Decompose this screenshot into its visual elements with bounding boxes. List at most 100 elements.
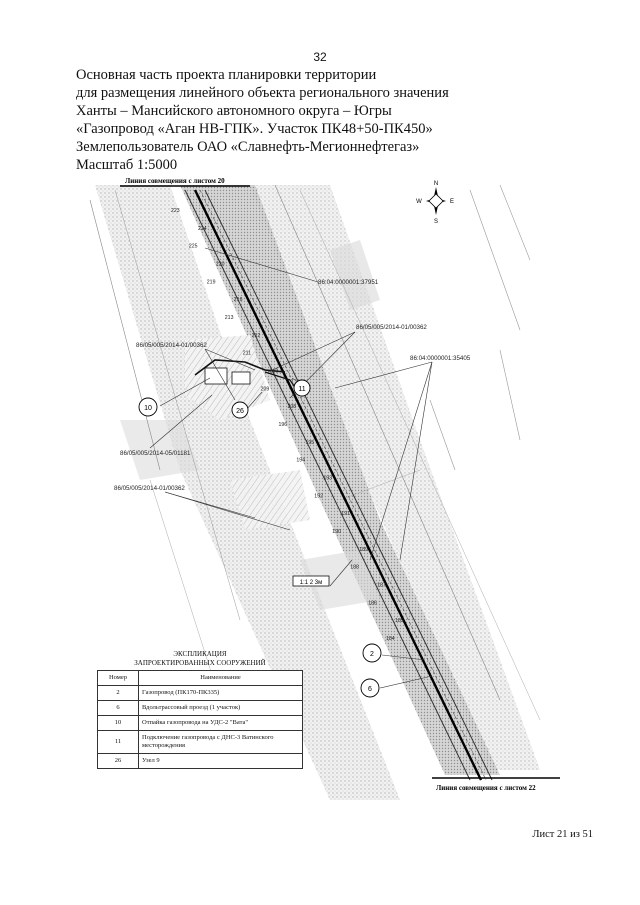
gray-patch-1 (120, 420, 200, 480)
picket-label: 186 (368, 600, 377, 606)
gray-patch-3 (300, 550, 380, 610)
legend-row-number: 6 (97, 700, 139, 716)
west-extension (230, 470, 310, 530)
west-block (185, 335, 270, 420)
survey-line (89, 199, 161, 471)
compass-e: E (450, 199, 454, 205)
legend-title-line-1: ЭКСПЛИКАЦИЯ (173, 650, 227, 658)
legend-row-number: 26 (97, 753, 139, 769)
picket-label: 209 (261, 386, 270, 392)
compass-n: N (434, 181, 438, 187)
node-block (231, 371, 251, 385)
legend-row: 26 Узел 9 (97, 753, 303, 769)
parcel-labels: 86:04:0000001:37951 86/05/005/2014-01/00… (114, 279, 471, 492)
explication-legend: ЭКСПЛИКАЦИЯ ЗАПРОЕКТИРОВАННЫХ СООРУЖЕНИЙ… (97, 650, 303, 769)
picket-label: 185 (395, 618, 404, 624)
callout-2: 2 (362, 643, 382, 663)
match-line-bottom: Линия совмещения с листом 22 (432, 777, 560, 792)
corridor-strip (180, 185, 500, 775)
legend-row-name: Вдольтрассовый проезд (1 участок) (138, 700, 303, 716)
scale-label: Масштаб 1:5000 (76, 157, 178, 173)
scale-box-label: 1:1 2 3м (300, 580, 322, 586)
legend-col-number: Номер (97, 670, 139, 686)
picket-label: 208 (288, 404, 297, 410)
scale-box (292, 575, 330, 587)
forest-area-east (250, 185, 540, 770)
header-line-3: Ханты – Мансийского автономного округа –… (76, 103, 392, 119)
survey-line (429, 399, 456, 471)
callout-10: 10 (138, 397, 158, 417)
picket-label: 213 (225, 315, 234, 321)
compass-w: W (416, 199, 422, 205)
terrain-layer (89, 184, 541, 800)
survey-line (149, 479, 221, 701)
legend-header-row: Номер Наименование (97, 670, 303, 686)
node-block (204, 367, 228, 385)
picket-label: 211 (243, 351, 251, 357)
picket-labels: 2232242252202192162132122112102092081961… (171, 208, 404, 642)
picket-label: 219 (207, 279, 216, 285)
picket-label: 223 (171, 208, 180, 214)
callout-6: 6 (360, 678, 380, 698)
picket-label: 188 (350, 565, 359, 571)
branch-pipeline-10 (194, 359, 286, 376)
access-road (199, 189, 487, 781)
legend-row: 2 Газопровод (ПК170-ПК335) (97, 685, 303, 701)
svg-text:6: 6 (368, 686, 372, 693)
compass-center (428, 193, 444, 209)
parcel-label: 86/05/005/2014-05/01181 (120, 450, 191, 457)
survey-line (469, 189, 521, 331)
legend-row: 11 Подключение газопровода с ДНС-3 Ватин… (97, 730, 303, 754)
header-line-4: «Газопровод «Аган НВ-ГПК». Участок ПК48+… (76, 121, 433, 137)
picket-label: 216 (234, 297, 243, 303)
survey-line (274, 184, 501, 701)
legend-row-number: 11 (97, 730, 139, 754)
match-line-bottom-label: Линия совмещения с листом 22 (436, 784, 536, 792)
header-line-5: Землепользователь ОАО «Славнефть-Мегионн… (76, 139, 420, 155)
picket-label: 192 (314, 493, 323, 499)
legend-row: 6 Вдольтрассовый проезд (1 участок) (97, 700, 303, 716)
legend-title-line-2: ЗАПРОЕКТИРОВАННЫХ СООРУЖЕНИЙ (134, 659, 266, 667)
svg-text:11: 11 (298, 386, 305, 393)
picket-label: 189 (359, 547, 368, 553)
parcel-label: 86/05/005/2014-01/00362 (136, 342, 207, 349)
picket-label: 184 (386, 636, 395, 642)
survey-line (114, 189, 241, 621)
legend-row-name: Газопровод (ПК170-ПК335) (138, 685, 303, 701)
legend-row-number: 10 (97, 715, 139, 731)
legend-row: 10 Отпайка газопровода на УДС-2 "Вата" (97, 715, 303, 731)
picket-label: 187 (377, 583, 386, 589)
legend-row-name: Подключение газопровода с ДНС-3 Ватинско… (138, 730, 303, 754)
legend-row-number: 2 (97, 685, 139, 701)
legend-col-name: Наименование (138, 670, 303, 686)
match-line-top: Линия совмещения с листом 20 (120, 177, 250, 187)
document-header: Основная часть проекта планировки террит… (76, 66, 576, 174)
corridor-edge-left (184, 189, 471, 781)
parcel-label: 86:04:0000001:35405 (410, 355, 471, 362)
callout-11: 11 (293, 379, 311, 397)
picket-label: 196 (279, 422, 288, 428)
compass-s: S (434, 219, 438, 225)
picket-label: 191 (341, 511, 350, 517)
svg-text:26: 26 (236, 408, 244, 415)
picket-label: 195 (306, 440, 315, 446)
legend-row-name: Отпайка газопровода на УДС-2 "Вата" (138, 715, 303, 731)
gray-patch-2 (330, 240, 380, 310)
svg-text:10: 10 (144, 405, 152, 412)
survey-line (499, 349, 521, 441)
compass-rose: N S W E (416, 181, 454, 225)
picket-label: 194 (296, 458, 305, 464)
picket-label: 225 (189, 244, 198, 250)
legend-title: ЭКСПЛИКАЦИЯ ЗАПРОЕКТИРОВАННЫХ СООРУЖЕНИЙ (97, 650, 303, 668)
parcel-label: 86/05/005/2014-01/00362 (114, 485, 185, 492)
picket-label: 193 (323, 476, 332, 482)
match-line-top-label: Линия совмещения с листом 20 (125, 177, 225, 185)
picket-label: 210 (270, 369, 279, 375)
callout-26: 26 (231, 401, 249, 419)
page-number: 32 (313, 50, 327, 64)
header-line-2: для размещения линейного объекта региона… (76, 85, 449, 101)
pipeline-axis (193, 189, 483, 781)
corridor-edge-right (204, 189, 493, 781)
legend-row-name: Узел 9 (138, 753, 303, 769)
parcel-label: 86:04:0000001:37951 (318, 279, 379, 286)
